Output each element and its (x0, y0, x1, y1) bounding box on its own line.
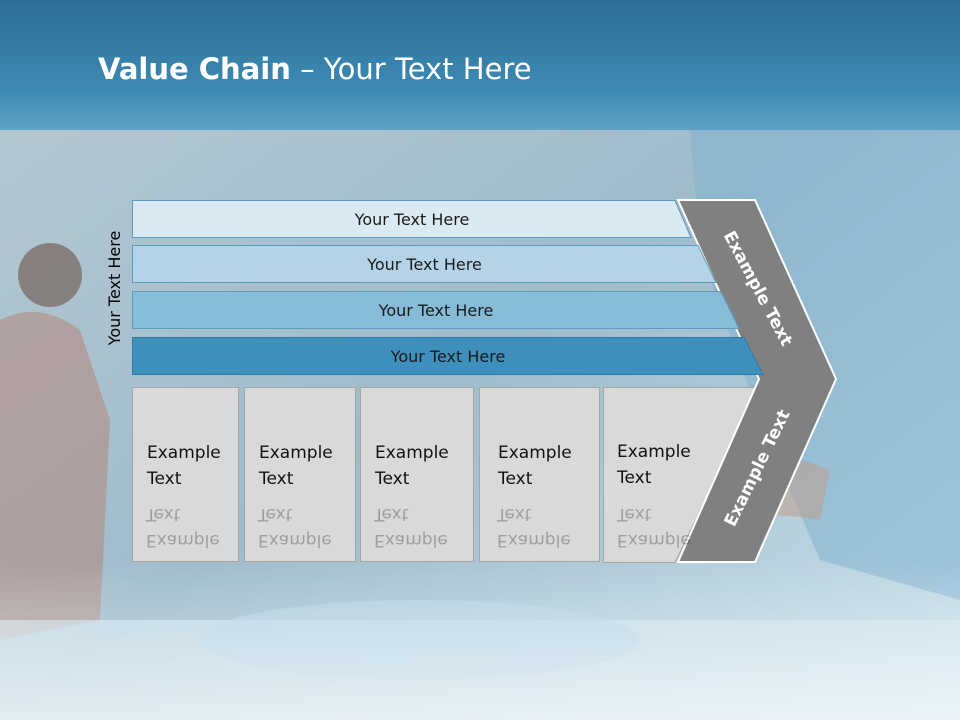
header-bar (0, 0, 960, 130)
band-4-label: Your Text Here (390, 346, 506, 366)
column-4-line1: Example (498, 443, 572, 463)
reflection-5-line2: Text (617, 504, 652, 524)
band-4: Your Text Here (132, 337, 764, 375)
band-3: Your Text Here (132, 291, 740, 329)
column-1-line1: Example (147, 443, 221, 463)
band-1-label: Your Text Here (354, 209, 470, 229)
column-5-shape (603, 387, 761, 563)
column-4-line2: Text (498, 469, 533, 489)
reflection-1-line1: Example (146, 530, 220, 550)
column-2-line1: Example (259, 443, 333, 463)
column-5-line1: Example (617, 442, 691, 462)
reflection-2-line2: Text (258, 504, 293, 524)
page-title: Value Chain – Your Text Here (98, 52, 532, 86)
side-label: Your Text Here (105, 230, 124, 346)
title-rest: – Your Text Here (290, 52, 532, 86)
reflection-3-line1: Example (374, 530, 448, 550)
column-1-line2: Text (147, 469, 182, 489)
column-5-line2: Text (617, 468, 652, 488)
band-2: Your Text Here (132, 245, 717, 283)
band-2-label: Your Text Here (367, 254, 482, 274)
band-3-label: Your Text Here (378, 300, 494, 320)
chevron-arrow (676, 199, 838, 563)
band-1: Your Text Here (132, 200, 692, 238)
column-3-line1: Example (375, 443, 449, 463)
reflection-1-line2: Text (146, 504, 181, 524)
title-bold: Value Chain (98, 52, 291, 86)
reflection-2-line1: Example (258, 530, 332, 550)
reflection-4-line2: Text (497, 504, 532, 524)
column-2-line2: Text (259, 469, 294, 489)
reflection-4-line1: Example (497, 530, 571, 550)
reflection-3-line2: Text (374, 504, 409, 524)
reflection-5-line1: Example (617, 530, 691, 550)
column-3-line2: Text (375, 469, 410, 489)
